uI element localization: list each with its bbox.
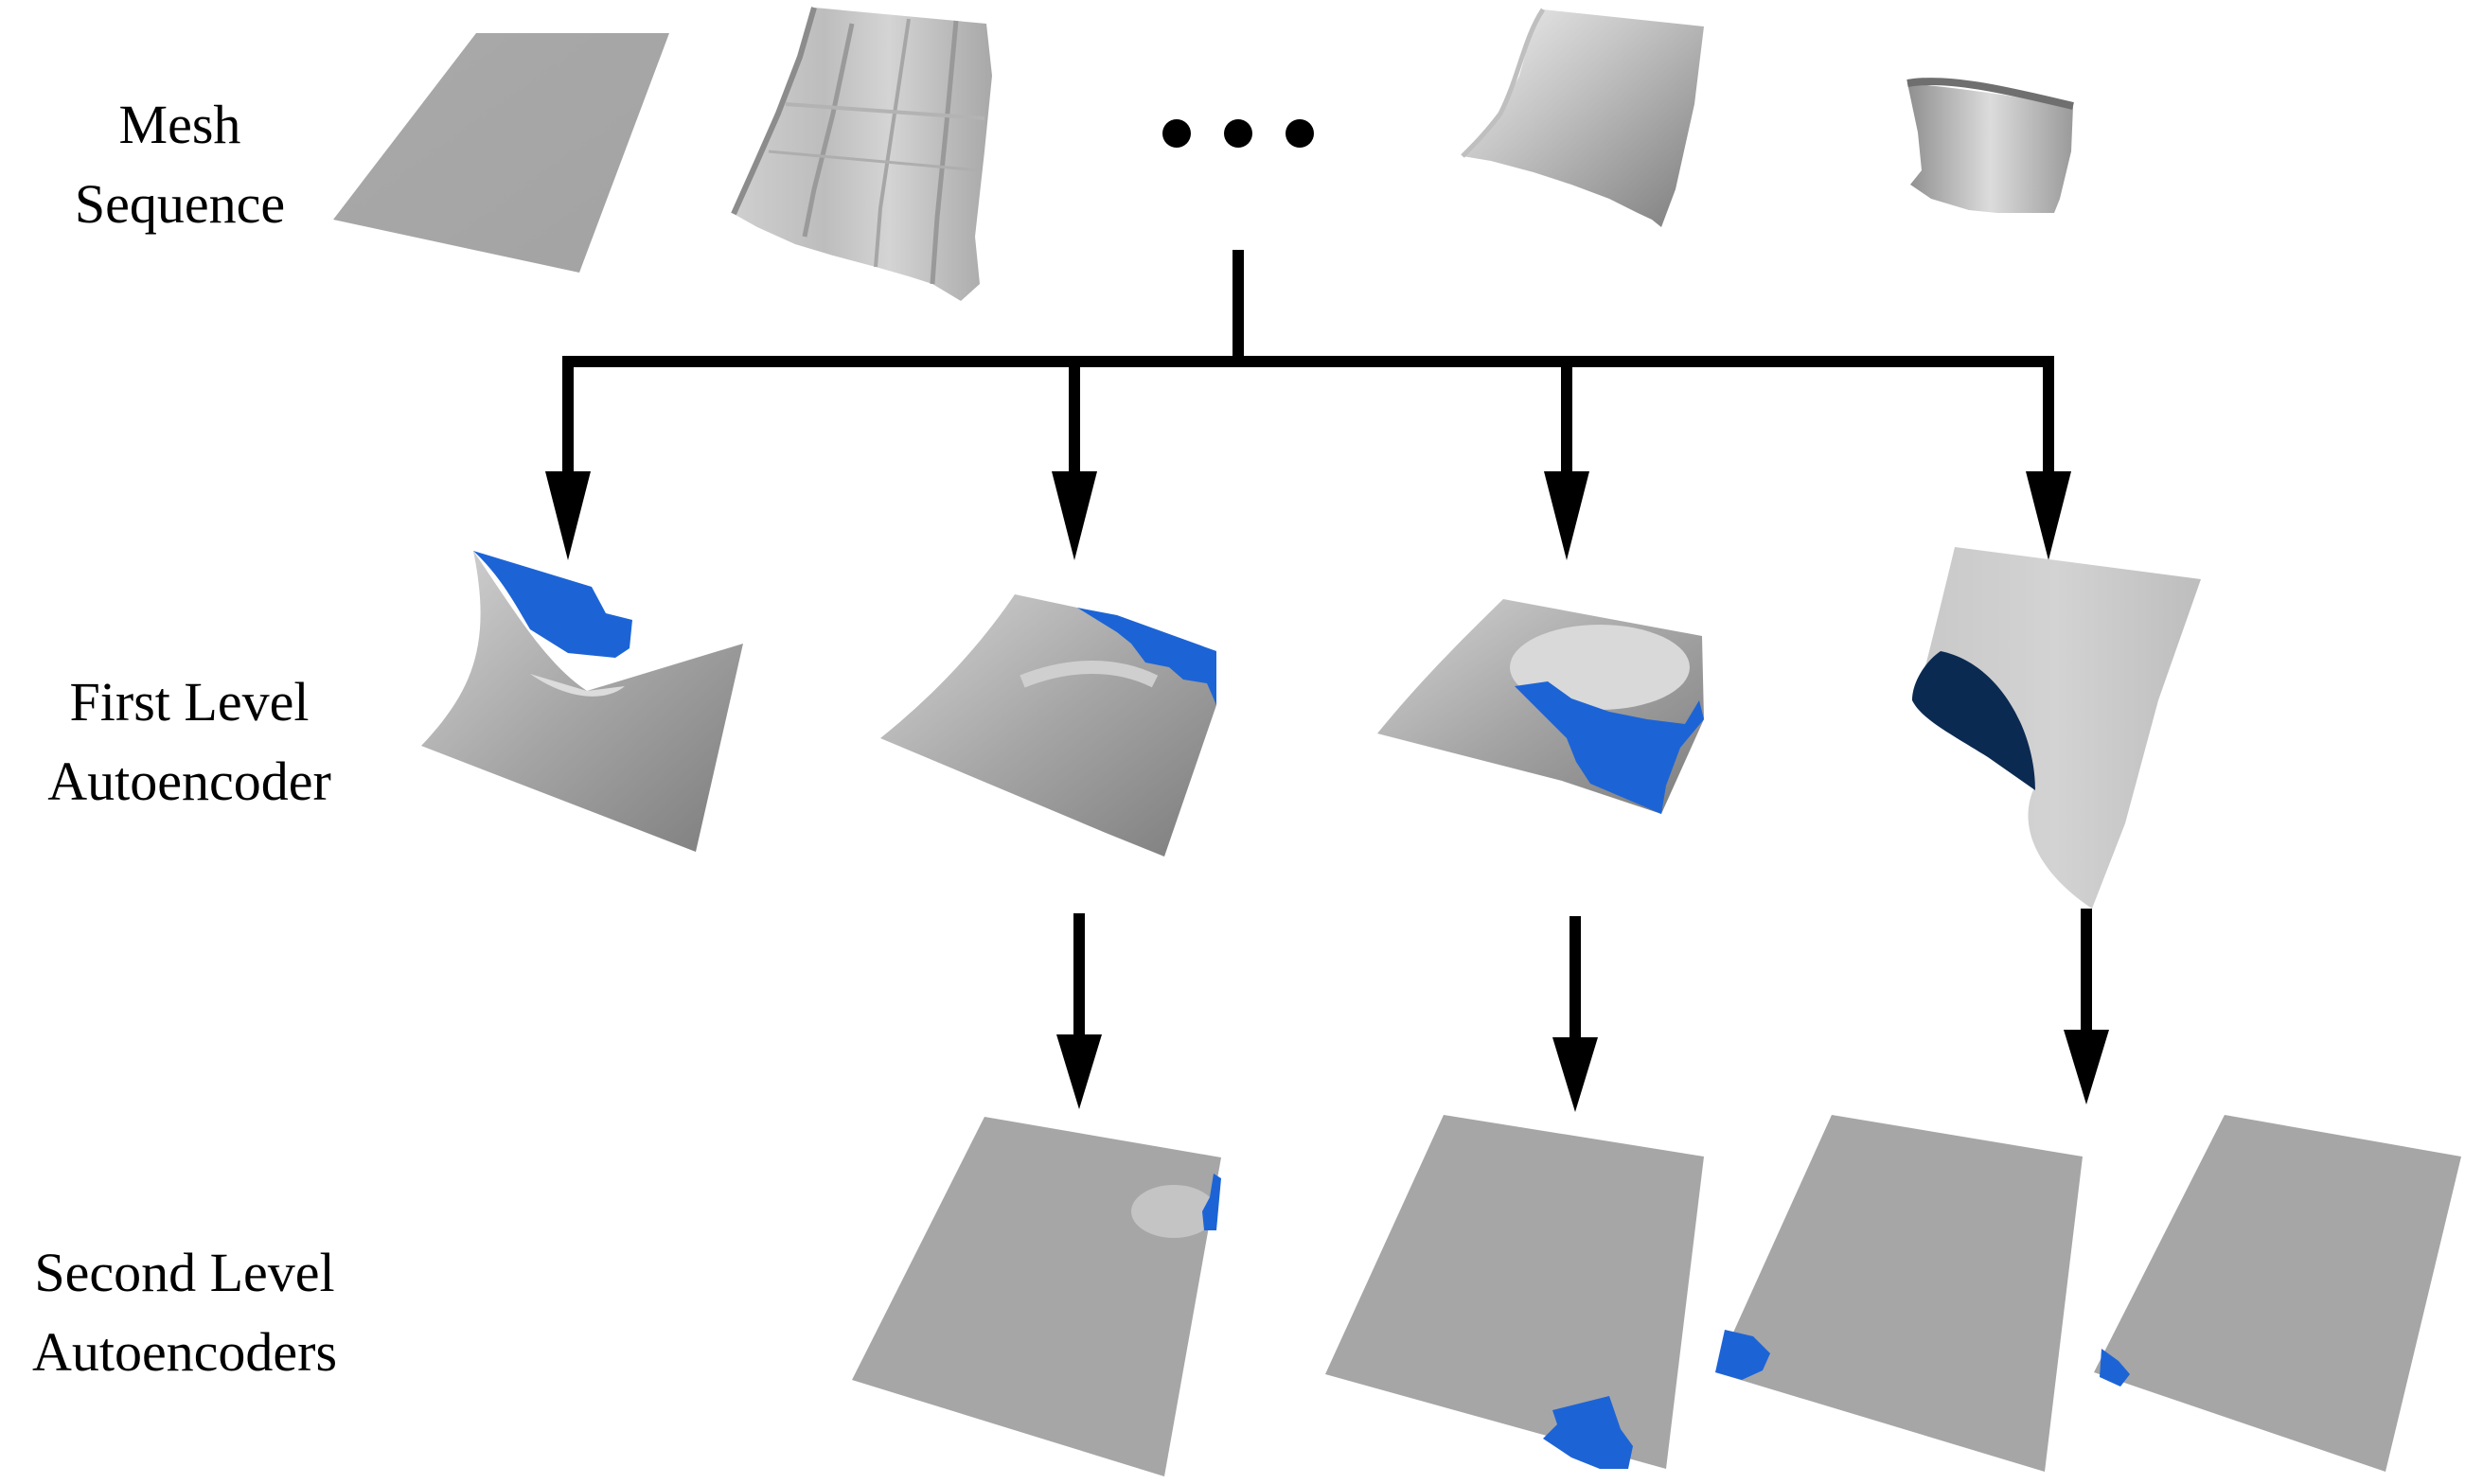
row-label-line: Autoencoder: [47, 751, 331, 812]
ellipsis-dot-1: [1162, 119, 1191, 148]
mesh-frame-2: [731, 7, 992, 301]
row-label-mesh-sequence: Mesh Sequence: [38, 85, 322, 244]
ellipsis-dot-3: [1286, 119, 1314, 148]
row-label-line: First Level: [69, 671, 310, 733]
row-label-line: Sequence: [74, 173, 286, 235]
mesh-frame-n-minus-1: [1461, 8, 1704, 227]
first-level-mesh-2: [880, 594, 1216, 857]
second-level-arrows: [1056, 909, 2109, 1112]
row-label-line: Autoencoders: [31, 1321, 338, 1383]
first-level-mesh-4: [1912, 547, 2201, 909]
row-label-line: Second Level: [34, 1242, 335, 1303]
branch-arrowheads: [545, 471, 2071, 560]
row-label-second-level: Second Level Autoencoders: [0, 1233, 369, 1392]
second-level-mesh-1: [852, 1117, 1221, 1476]
mesh-frame-1: [333, 33, 669, 273]
second-level-mesh-3: [1715, 1115, 2083, 1472]
branch-connector: [562, 250, 2054, 473]
ellipsis-dot-2: [1224, 119, 1252, 148]
row-label-line: Mesh: [118, 94, 241, 155]
first-level-mesh-1: [421, 551, 743, 852]
mesh-frame-n: [1906, 78, 2074, 213]
second-level-mesh-2: [1325, 1115, 1704, 1469]
row-label-first-level: First Level Autoencoder: [19, 662, 360, 822]
second-level-mesh-4: [2094, 1115, 2461, 1472]
first-level-mesh-3: [1377, 599, 1704, 814]
